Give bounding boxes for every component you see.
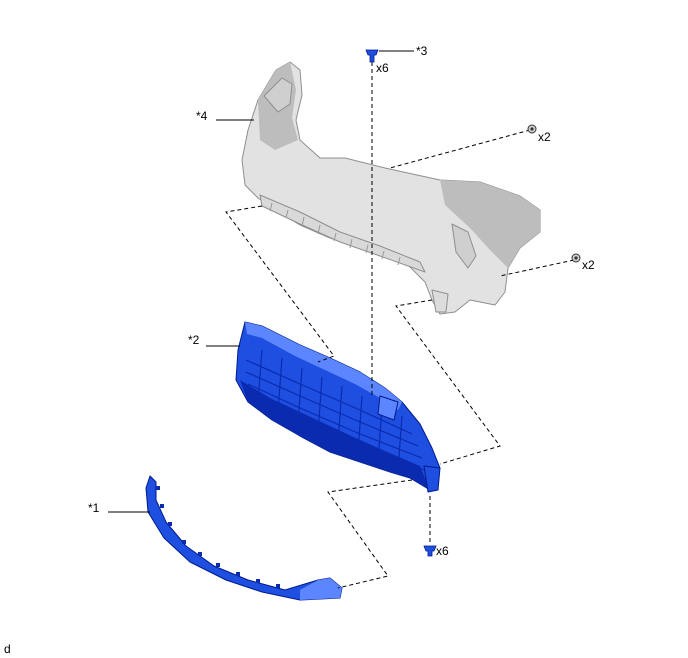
radiator-grille-top-rim: [245, 322, 402, 410]
guide-line-screw-lower: [499, 259, 575, 277]
guide-line-grille-to-molding: [327, 479, 413, 589]
screw-icon-center: [574, 256, 578, 260]
clip-top-fastener: x6 *3: [365, 44, 428, 75]
callout-1: *1: [88, 501, 100, 515]
bumper-cover-right-corner-recess: [451, 223, 477, 269]
screw-upper-right-qty: x2: [538, 130, 551, 144]
bumper-cover-bottom-right-tab: [431, 289, 449, 313]
bumper-cover-part: [241, 61, 541, 315]
callout-2-group: *2: [188, 333, 240, 347]
screw-lower-right-fastener: x2: [571, 253, 595, 272]
bumper-cover-shading-right: [440, 180, 540, 268]
radiator-grille-part: [235, 321, 441, 493]
lower-molding-part: [145, 475, 343, 601]
clip-icon: [365, 49, 379, 63]
lower-molding-clips: [156, 486, 280, 588]
clip-icon: [423, 545, 437, 557]
guide-line-screw-upper: [389, 129, 531, 169]
guide-line-cover-to-grille: [225, 205, 335, 363]
screw-lower-right-qty: x2: [582, 258, 595, 272]
radiator-grille-mesh: [245, 349, 425, 471]
radiator-grille-side-tab: [377, 395, 399, 421]
radiator-grille-end-tab: [423, 465, 441, 493]
bumper-cover-strip-ribs: [269, 202, 401, 266]
screw-icon-center: [530, 127, 534, 131]
screw-upper-right-fastener: x2: [527, 124, 551, 144]
bumper-cover-left-corner-recess: [263, 77, 293, 113]
callout-2: *2: [188, 333, 200, 347]
lower-molding-body: [145, 475, 343, 601]
clip-bottom-qty: x6: [436, 544, 449, 558]
lower-molding-highlight: [300, 578, 342, 600]
callout-4: *4: [196, 109, 208, 123]
callout-1-group: *1: [88, 501, 150, 515]
assembly-guide-lines: [225, 62, 575, 589]
clip-bottom-fastener: x6: [423, 544, 449, 558]
callout-3: *3: [416, 44, 428, 58]
callout-4-group: *4: [196, 109, 254, 123]
clip-top-qty: x6: [376, 61, 389, 75]
figure-code: d: [4, 642, 11, 656]
